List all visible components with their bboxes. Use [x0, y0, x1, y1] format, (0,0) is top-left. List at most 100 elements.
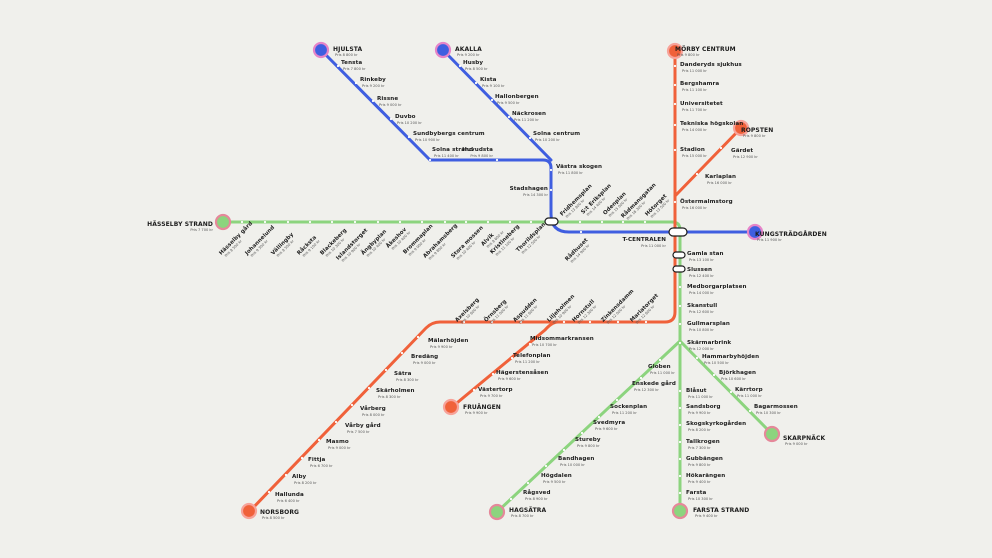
station-price: Pris 11 000 kr [650, 370, 675, 375]
station-price: Pris 9 000 kr [328, 445, 351, 450]
station-price: Pris 9 800 kr [677, 53, 700, 57]
terminal-skarpnack [763, 425, 781, 443]
station-name: Karlaplan [705, 174, 737, 180]
station-price: Pris 8 800 kr [335, 53, 358, 57]
station-price: Pris 12 300 kr [634, 387, 659, 392]
station-price: Pris 11 000 kr [641, 243, 666, 248]
station-price: Pris 16 000 kr [682, 205, 707, 210]
station-price: Pris 9 800 kr [470, 153, 493, 158]
station-price: Pris 9 900 kr [430, 344, 453, 349]
station-price: Pris 11 200 kr [514, 117, 539, 122]
interchange-tcentralen [668, 227, 688, 237]
station-name: Gamla stan [687, 251, 724, 257]
station-price: Pris 9 900 kr [688, 410, 711, 415]
station-name: Globen [648, 364, 671, 370]
station-name: Vårberg [360, 406, 386, 412]
station-name: Vårby gård [345, 423, 381, 429]
station-price: Pris 7 300 kr [688, 445, 711, 450]
station-price: Pris 11 700 kr [682, 107, 707, 112]
station-name: Skogskyrkogården [686, 421, 747, 427]
station-name: Västra skogen [556, 164, 603, 170]
station-price: Pris 12 400 kr [689, 273, 714, 278]
station-name: Högdalen [541, 473, 572, 479]
station-name: MÖRBY CENTRUM [675, 46, 736, 53]
station-price: Pris 16 000 kr [707, 180, 732, 185]
blue-line [319, 48, 757, 234]
